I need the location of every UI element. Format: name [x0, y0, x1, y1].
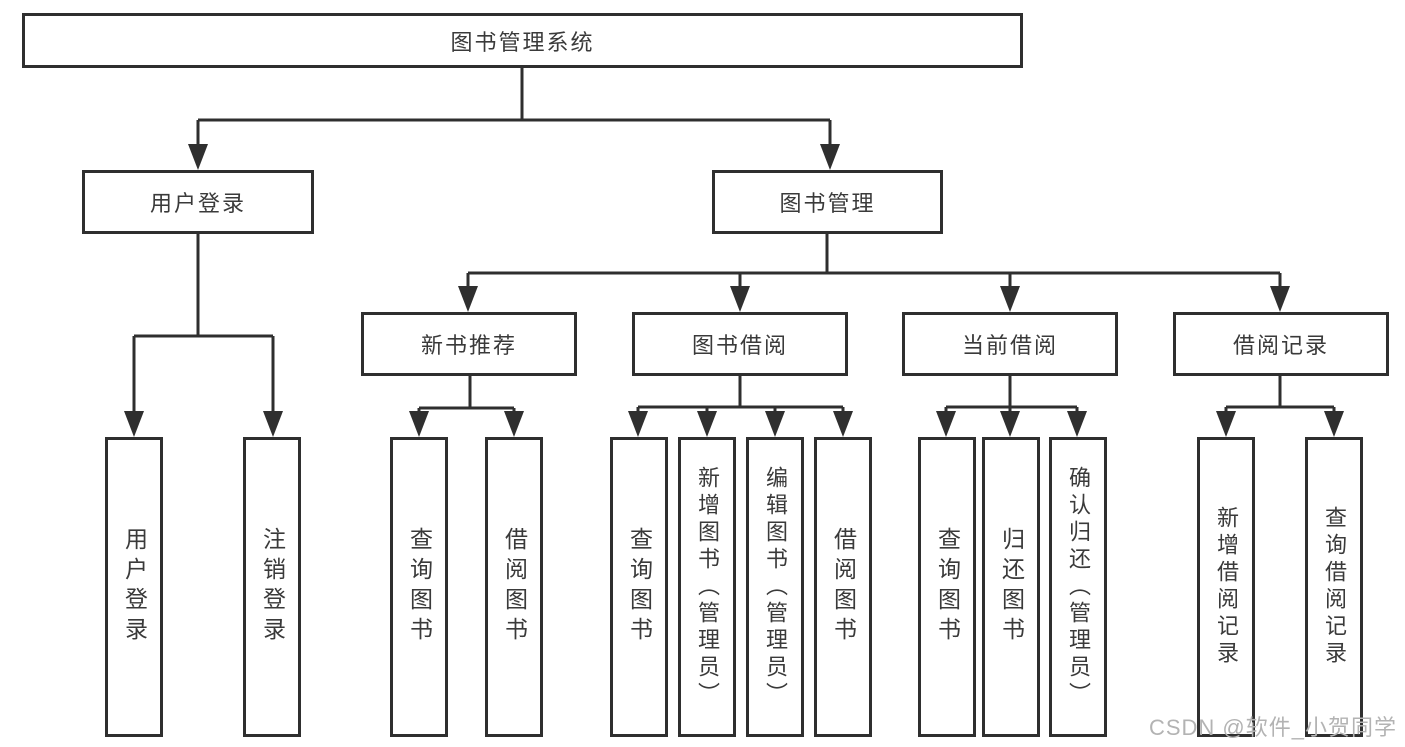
- leaf-label: 用户登录: [121, 527, 148, 647]
- connector-current-borrow-children: [936, 376, 1087, 437]
- connector-user-login-children: [124, 234, 283, 437]
- connector-root-to-level2: [188, 68, 840, 170]
- leaf-query-books: 查询图书: [390, 437, 448, 737]
- node-book-management: 图书管理: [712, 170, 943, 234]
- leaf-confirm-return-admin: 确认归还（管理员）: [1049, 437, 1107, 737]
- leaf-label: 注销登录: [259, 527, 286, 647]
- leaf-label: 新增借阅记录: [1214, 506, 1239, 668]
- connector-borrow-records-children: [1216, 376, 1344, 437]
- leaf-logout: 注销登录: [243, 437, 301, 737]
- node-user-login: 用户登录: [82, 170, 314, 234]
- leaf-borrow-books-2: 借阅图书: [814, 437, 872, 737]
- leaf-query-books-2: 查询图书: [610, 437, 668, 737]
- leaf-label: 借阅图书: [501, 527, 528, 647]
- leaf-query-books-3: 查询图书: [918, 437, 976, 737]
- leaf-label: 查询图书: [934, 527, 961, 647]
- leaf-label: 查询图书: [406, 527, 433, 647]
- leaf-add-borrow-record: 新增借阅记录: [1197, 437, 1255, 737]
- leaf-add-book-admin: 新增图书（管理员）: [678, 437, 736, 737]
- leaf-label: 新增图书（管理员）: [695, 465, 720, 709]
- node-book-borrow: 图书借阅: [632, 312, 848, 376]
- node-new-book-recommend: 新书推荐: [361, 312, 577, 376]
- leaf-label: 查询借阅记录: [1322, 506, 1347, 668]
- leaf-label: 归还图书: [998, 527, 1025, 647]
- node-current-borrow: 当前借阅: [902, 312, 1118, 376]
- connector-book-borrow-children: [628, 376, 853, 437]
- leaf-query-borrow-record: 查询借阅记录: [1305, 437, 1363, 737]
- leaf-label: 确认归还（管理员）: [1066, 465, 1091, 709]
- leaf-label: 编辑图书（管理员）: [763, 465, 788, 709]
- connector-new-book-children: [409, 376, 524, 437]
- csdn-watermark: CSDN @软件_小贺同学: [1148, 715, 1397, 740]
- leaf-label: 借阅图书: [830, 527, 857, 647]
- connector-book-management-children: [458, 234, 1290, 312]
- leaf-user-login: 用户登录: [105, 437, 163, 737]
- leaf-return-book: 归还图书: [982, 437, 1040, 737]
- node-borrow-records: 借阅记录: [1173, 312, 1389, 376]
- leaf-edit-book-admin: 编辑图书（管理员）: [746, 437, 804, 737]
- leaf-label: 查询图书: [626, 527, 653, 647]
- node-root: 图书管理系统: [22, 13, 1023, 68]
- leaf-borrow-books: 借阅图书: [485, 437, 543, 737]
